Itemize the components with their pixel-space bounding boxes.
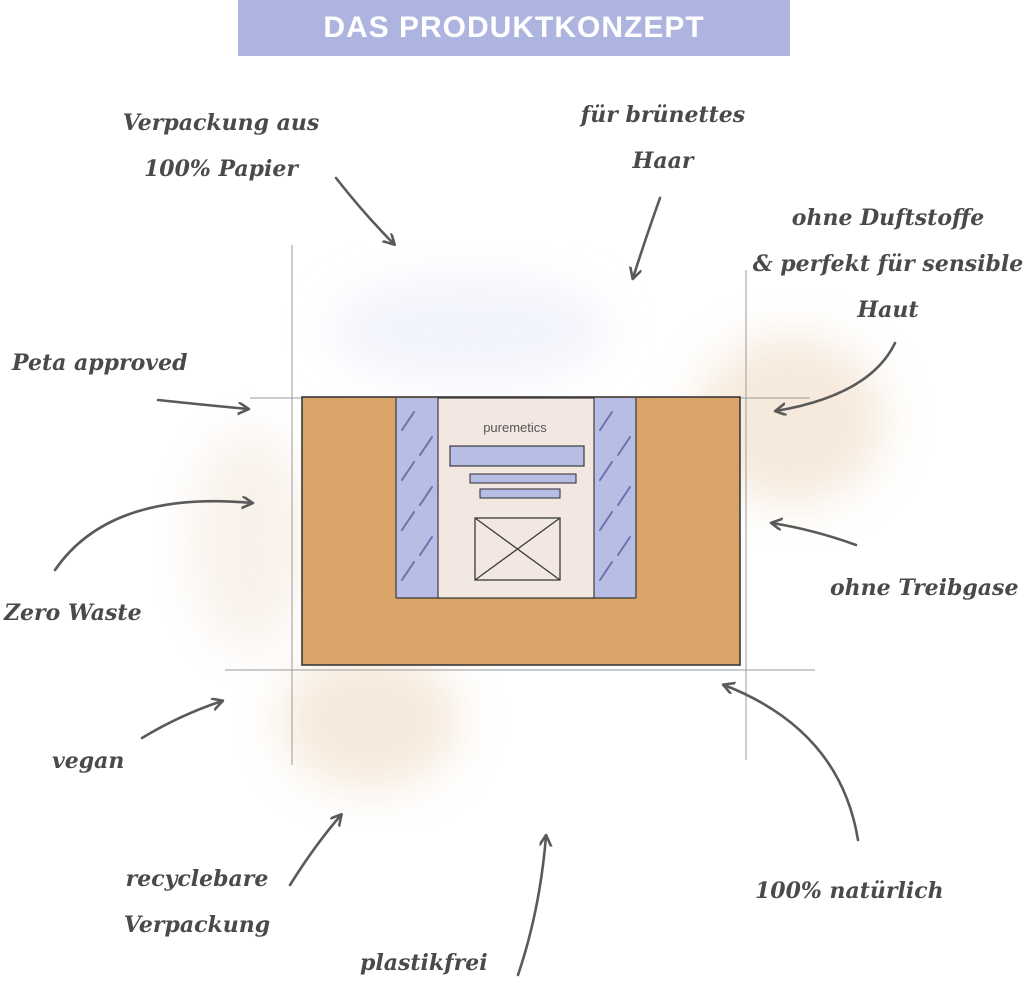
image-placeholder	[474, 517, 561, 581]
label-zero-waste: Zero Waste	[4, 600, 142, 626]
arrow-brunette	[633, 196, 662, 278]
label-line-1	[449, 445, 585, 467]
packaging-box	[301, 396, 741, 666]
label-propellant-free: ohne Treibgase	[830, 575, 1019, 601]
arrow-fragrance	[776, 341, 897, 411]
box-window-left	[396, 398, 438, 598]
arrow-zero-waste	[53, 501, 252, 572]
page-title: DAS PRODUKTKONZEPT	[323, 11, 705, 44]
arrow-vegan	[140, 701, 222, 740]
title-banner: DAS PRODUKTKONZEPT	[238, 0, 790, 56]
arrow-paper	[334, 176, 394, 244]
arrow-plastic-free	[516, 836, 546, 977]
label-line-2	[469, 473, 577, 484]
arrow-peta	[156, 398, 248, 409]
arrow-recyclable	[288, 815, 341, 887]
label-vegan: vegan	[52, 748, 125, 774]
box-window-right	[594, 398, 636, 598]
arrow-natural	[724, 685, 860, 842]
label-line-3	[479, 488, 561, 499]
arrow-propellant	[772, 523, 858, 547]
label-plastic-free: plastikfrei	[360, 950, 488, 976]
label-natural: 100% natürlich	[755, 878, 944, 904]
label-brunette-hair: für brünettes Haar	[580, 102, 746, 174]
label-peta-approved: Peta approved	[12, 350, 188, 376]
watercolor-wash	[190, 275, 885, 790]
label-recyclable-packaging: recyclebare Verpackung	[123, 866, 271, 938]
label-fragrance-free: ohne Duftstoffe & perfekt für sensible H…	[752, 205, 1024, 323]
label-packaging-paper: Verpackung aus 100% Papier	[122, 110, 320, 182]
window-pattern	[401, 411, 631, 581]
brand-name: puremetics	[483, 420, 547, 435]
